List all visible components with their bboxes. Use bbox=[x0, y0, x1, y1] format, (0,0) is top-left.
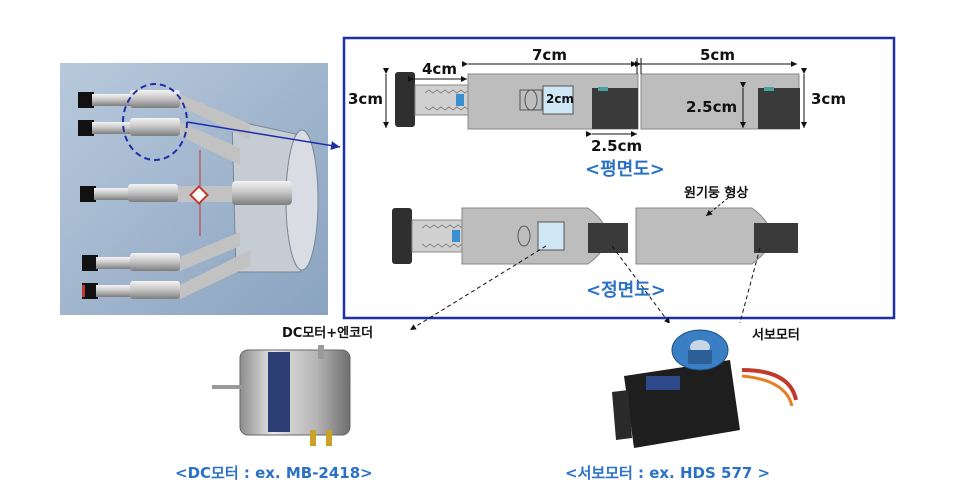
dim-2cm: 2cm bbox=[546, 92, 574, 106]
dc-motor-photo bbox=[205, 333, 365, 453]
dc-motor-label: DC모터+엔코더 bbox=[282, 326, 374, 341]
front-view bbox=[392, 197, 798, 265]
dim-25-bottom: 2.5cm bbox=[591, 137, 643, 155]
servo-photo bbox=[578, 323, 798, 458]
cad-finger bbox=[78, 118, 240, 165]
top-view bbox=[383, 58, 807, 137]
cad-render bbox=[60, 63, 328, 315]
servo-label: 서보모터 bbox=[752, 328, 800, 343]
cad-finger bbox=[82, 232, 240, 271]
dim-25-vertical: 2.5cm bbox=[686, 98, 738, 116]
cad-finger bbox=[78, 90, 250, 140]
servo-caption: <서보모터 : ex. HDS 577 > bbox=[565, 464, 771, 482]
dim-5cm: 5cm bbox=[700, 46, 735, 64]
detail-frame bbox=[342, 36, 896, 320]
front-view-title: <정면도> bbox=[586, 280, 666, 301]
dc-motor-caption: <DC모터 : ex. MB-2418> bbox=[175, 464, 373, 482]
cylinder-shape-note: 원기둥 형상 bbox=[684, 186, 749, 201]
dim-7cm: 7cm bbox=[532, 46, 567, 64]
top-view-title: <평면도> bbox=[585, 159, 665, 180]
dim-height-left: 3cm bbox=[348, 90, 383, 108]
dim-4cm: 4cm bbox=[422, 60, 457, 78]
dim-3cm-right: 3cm bbox=[811, 90, 846, 108]
cad-finger bbox=[82, 250, 250, 299]
